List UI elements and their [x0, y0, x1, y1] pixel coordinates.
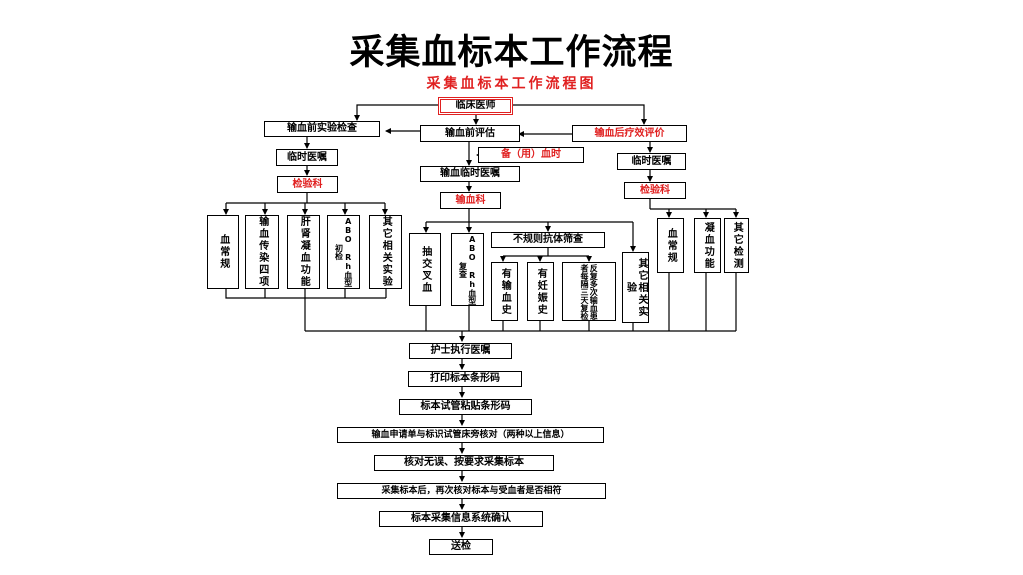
right-test-node: 其它检测 — [724, 218, 749, 273]
right-test-node: 凝血功能 — [694, 218, 721, 273]
right-test-node: 血常规 — [657, 218, 684, 273]
abo-recheck-node: ABO Rh血型复查 — [451, 233, 484, 306]
antibody-sub-node: 有妊娠史 — [527, 262, 554, 321]
test-node: ABO Rh血型初检 — [327, 215, 360, 289]
cross-match-node: 抽交叉血 — [409, 233, 441, 306]
test-node: 肝肾凝血功能 — [287, 215, 320, 289]
standby-blood-node: 备（用）血时 — [478, 147, 584, 163]
clinician-node: 临床医师 — [438, 97, 513, 115]
test-node: 输血传染四项 — [245, 215, 279, 289]
pre-transfusion-tests-node: 输血前实验检查 — [264, 121, 380, 137]
irregular-antibody-node: 不规则抗体筛查 — [491, 232, 605, 248]
step-node: 标本试管粘贴条形码 — [399, 399, 532, 415]
temp-order-right-node: 临时医嘱 — [617, 153, 686, 170]
step-node: 核对无误、按要求采集标本 — [374, 455, 554, 471]
page-title: 采集血标本工作流程 — [349, 33, 674, 73]
antibody-sub-node: 有输血史 — [491, 262, 518, 321]
temp-order-left-node: 临时医嘱 — [276, 149, 338, 166]
step-node: 采集标本后，再次核对标本与受血者是否相符 — [337, 483, 606, 499]
blood-dept-node: 输血科 — [440, 192, 501, 209]
pre-transfusion-eval-node: 输血前评估 — [420, 125, 520, 142]
step-node: 输血申请单与标识试管床旁核对（两种以上信息） — [337, 427, 604, 443]
step-node: 打印标本条形码 — [408, 371, 522, 387]
step-node: 护士执行医嘱 — [409, 343, 512, 359]
test-node: 血常规 — [207, 215, 239, 289]
post-transfusion-eval-node: 输血后疗效评价 — [572, 125, 687, 142]
step-node: 送检 — [429, 539, 493, 555]
other-tests-mid-node: 其它相关实验 — [622, 252, 649, 323]
flowchart-subtitle: 采集血标本工作流程图 — [426, 76, 597, 92]
antibody-sub-node: 反复多次输血患者每隔三天复检 — [562, 262, 616, 321]
lab-left-node: 检验科 — [277, 176, 338, 193]
test-node: 其它相关实验 — [369, 215, 402, 289]
transfusion-temp-order-node: 输血临时医嘱 — [420, 166, 520, 182]
lab-right-node: 检验科 — [624, 182, 686, 199]
step-node: 标本采集信息系统确认 — [379, 511, 543, 527]
